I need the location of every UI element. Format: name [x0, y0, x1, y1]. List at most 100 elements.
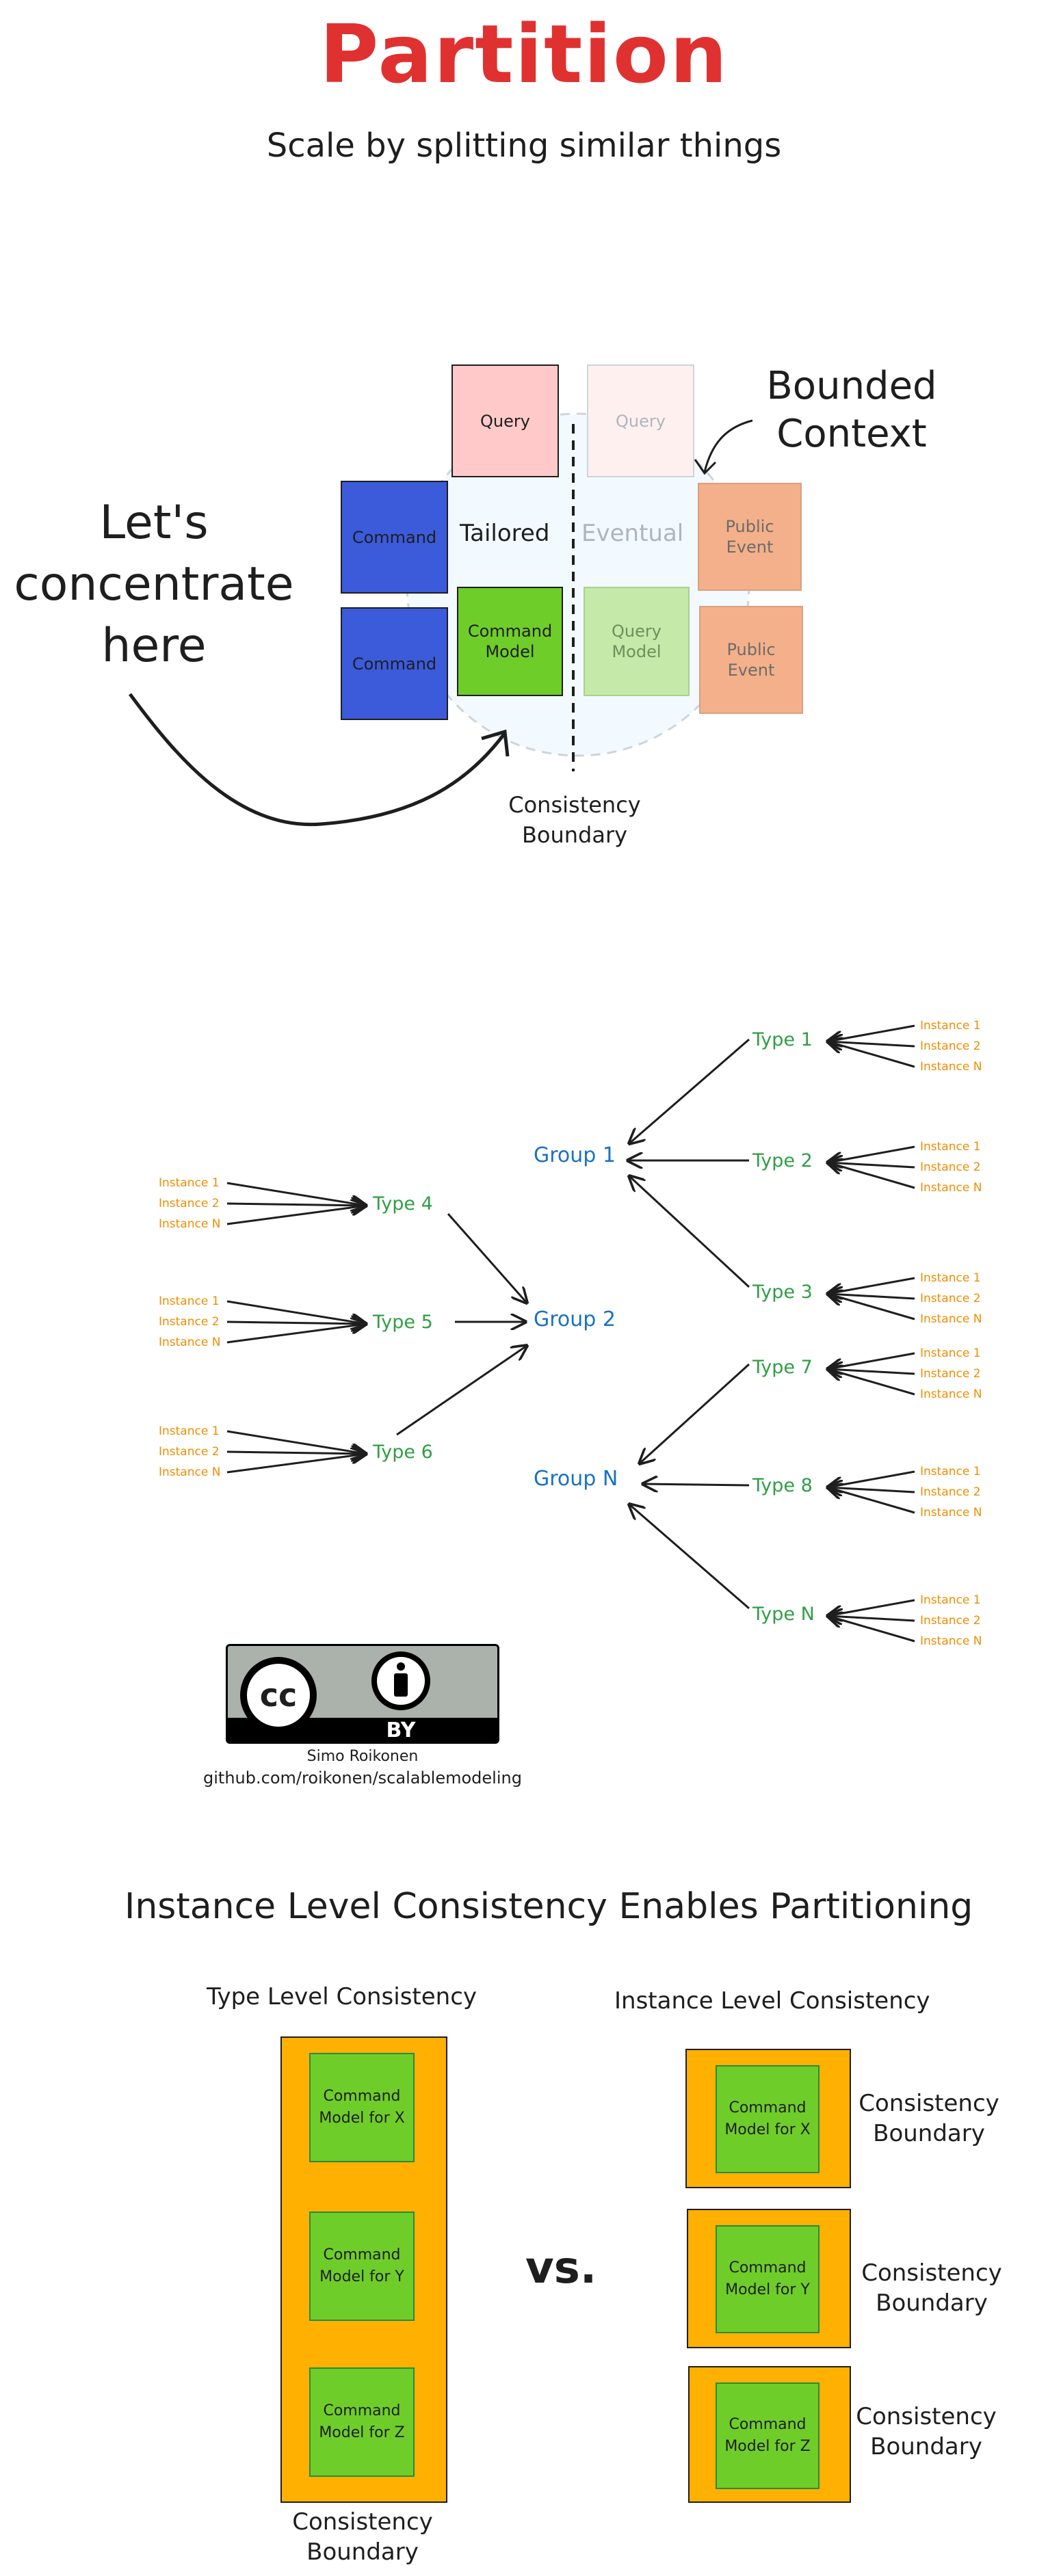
page-subtitle: Scale by splitting similar things: [266, 127, 782, 165]
type-level-model-y: Command Model for Y: [309, 2212, 415, 2321]
type-label: Type 4: [373, 1193, 433, 1214]
group-label: Group 1: [534, 1143, 616, 1167]
instance-to-type-arrow: [226, 1300, 366, 1324]
instance-label: Instance N: [920, 1387, 982, 1401]
instance-boundary-label-z: Consistency Boundary: [856, 2403, 997, 2460]
type-to-group-arrow: [640, 1363, 750, 1463]
instance-label: Instance 2: [159, 1315, 220, 1329]
instance-label: Instance N: [920, 1634, 982, 1648]
type-level-model-z: Command Model for Z: [309, 2367, 415, 2477]
public-event-box-bottom: Public Event: [699, 606, 803, 714]
vs-label: vs.: [525, 2243, 597, 2294]
instance-label: Instance 1: [920, 1465, 981, 1478]
cc-icon: cc: [247, 1664, 310, 1727]
type-label: Type 7: [752, 1357, 813, 1378]
query-model-box: Query Model: [584, 587, 690, 696]
instance-label: Instance 2: [920, 1160, 981, 1174]
instance-model-y: Command Model for Y: [716, 2225, 820, 2333]
instance-label: Instance 2: [920, 1485, 981, 1499]
command-model-box: Command Model: [457, 587, 563, 696]
type-label: Type 6: [373, 1442, 433, 1463]
instance-to-type-arrow: [828, 1024, 915, 1041]
instance-label: Instance 1: [159, 1294, 220, 1308]
instance-to-type-arrow: [828, 1352, 915, 1369]
public-event-box-top: Public Event: [698, 483, 802, 591]
type-level-boundary-label: Consistency Boundary: [292, 2508, 433, 2566]
instance-model-z: Command Model for Z: [716, 2382, 820, 2489]
attribution-icon: [377, 1657, 425, 1705]
instance-label: Instance 1: [920, 1593, 981, 1607]
instance-to-type-arrow: [828, 1277, 915, 1294]
instance-label: Instance 2: [159, 1445, 220, 1459]
type-label: Type N: [752, 1604, 815, 1625]
instance-label: Instance 2: [920, 1367, 981, 1381]
concentrate-arrow: [128, 693, 507, 827]
instance-to-type-arrow: [828, 1145, 915, 1163]
instance-to-type-arrow: [828, 1294, 915, 1320]
instance-label: Instance N: [920, 1060, 982, 1074]
type-to-group-arrow: [643, 1484, 750, 1485]
instance-to-type-arrow: [226, 1204, 366, 1206]
instance-to-type-arrow: [828, 1599, 915, 1616]
page-title: Partition: [319, 7, 729, 101]
instance-to-type-arrow: [828, 1487, 915, 1514]
type-label: Type 3: [752, 1282, 813, 1303]
author-name: Simo Roikonen: [306, 1748, 419, 1765]
instance-to-type-arrow: [828, 1041, 915, 1068]
by-label: BY: [386, 1718, 416, 1742]
type-label: Type 2: [752, 1150, 813, 1171]
type-to-group-arrow: [629, 1176, 750, 1288]
instance-label: Instance 1: [159, 1176, 220, 1190]
bounded-context-arrow: [703, 419, 753, 473]
instance-to-type-arrow: [226, 1322, 366, 1324]
instance-label: Instance 1: [920, 1140, 981, 1154]
instance-label: Instance 1: [159, 1424, 220, 1438]
query-box-left: Query: [451, 364, 559, 477]
grouping-arrows: [226, 1024, 915, 1643]
instance-label: Instance 1: [920, 1019, 981, 1033]
instance-boundary-label-y: Consistency Boundary: [861, 2259, 1002, 2317]
instance-to-type-arrow: [226, 1454, 366, 1474]
command-box-bottom: Command: [341, 607, 448, 720]
instance-label: Instance 2: [920, 1614, 981, 1628]
type-label: Type 5: [373, 1312, 433, 1333]
instance-to-type-arrow: [226, 1182, 366, 1206]
instance-label: Instance N: [920, 1312, 982, 1326]
instance-label: Instance 1: [920, 1271, 981, 1285]
instance-label: Instance 2: [920, 1039, 981, 1053]
instance-to-type-arrow: [226, 1452, 366, 1454]
type-to-group-arrow: [629, 1504, 750, 1610]
instance-to-type-arrow: [226, 1430, 366, 1454]
instance-to-type-arrow: [828, 1369, 915, 1396]
instance-label: Instance 2: [920, 1292, 981, 1305]
query-box-right: Query: [587, 364, 694, 477]
cc-by-badge: cc BY: [226, 1644, 499, 1744]
instance-model-x: Command Model for X: [716, 2065, 820, 2173]
comparison-heading: Instance Level Consistency Enables Parti…: [125, 1886, 973, 1927]
group-label: Group N: [534, 1467, 618, 1491]
instance-label: Instance N: [920, 1181, 982, 1195]
license-url: github.com/roikonen/scalablemodeling: [203, 1768, 522, 1788]
instance-to-type-arrow: [828, 1163, 915, 1189]
instance-to-type-arrow: [226, 1324, 366, 1344]
bounded-context-label: Bounded Context: [766, 364, 937, 456]
tailored-label: Tailored: [460, 520, 550, 547]
type-level-model-x: Command Model for X: [309, 2053, 415, 2162]
instance-boundary-label-x: Consistency Boundary: [859, 2090, 999, 2147]
instance-level-heading: Instance Level Consistency: [614, 1987, 930, 2015]
instance-label: Instance N: [159, 1336, 221, 1349]
consistency-boundary-label-top: Consistency Boundary: [508, 792, 641, 848]
lets-concentrate-label: Let's concentrate here: [14, 496, 294, 673]
command-box-top: Command: [341, 481, 448, 594]
type-to-group-arrow: [629, 1038, 750, 1143]
group-label: Group 2: [534, 1307, 616, 1331]
type-to-group-arrow: [396, 1346, 527, 1436]
eventual-label: Eventual: [581, 520, 684, 547]
instance-label: Instance N: [159, 1217, 221, 1231]
instance-to-type-arrow: [226, 1206, 366, 1225]
type-to-group-arrow: [447, 1213, 527, 1303]
type-label: Type 1: [752, 1029, 813, 1050]
type-level-heading: Type Level Consistency: [207, 1983, 477, 2010]
instance-to-type-arrow: [828, 1616, 915, 1643]
instance-label: Instance 2: [159, 1197, 220, 1210]
